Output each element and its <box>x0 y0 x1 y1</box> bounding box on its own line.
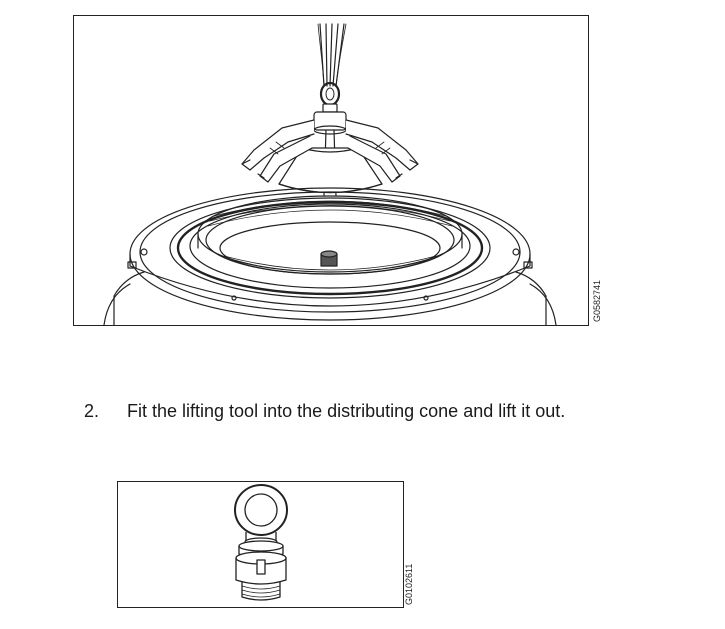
step-text: Fit the lifting tool into the distributi… <box>127 401 566 421</box>
lifting-tool-over-separator-bowl-illustration <box>103 23 557 325</box>
eye-bolt-lifting-tool-illustration <box>234 484 288 601</box>
figure-lifting-tool-over-bowl <box>73 15 589 326</box>
figure-1-reference-code: G0582741 <box>592 279 602 322</box>
figure-2-reference-code: G0102611 <box>404 563 414 605</box>
figure-eye-bolt-tool <box>117 481 404 608</box>
step-number: 2. <box>84 401 100 421</box>
